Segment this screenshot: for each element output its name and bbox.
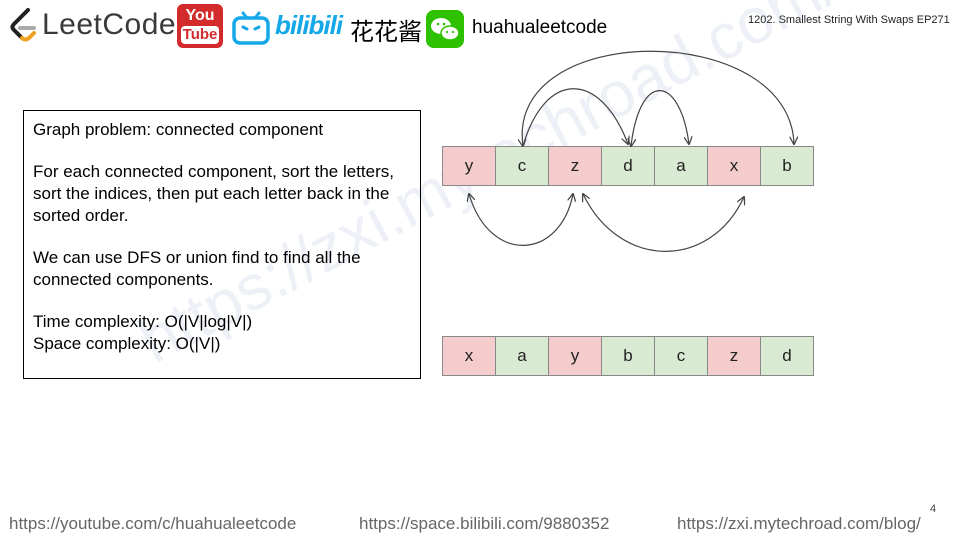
youtube-logo-top: You	[185, 7, 215, 24]
input-cell-0: y	[442, 146, 496, 186]
output-string-row: x a y b c z d	[442, 336, 814, 376]
swap-arc-z-x	[583, 194, 744, 252]
footer-blog-link[interactable]: https://zxi.mytechroad.com/blog/	[677, 514, 921, 533]
input-cell-3: d	[601, 146, 655, 186]
output-cell-4: c	[654, 336, 708, 376]
output-cell-0: x	[442, 336, 496, 376]
output-cell-3: b	[601, 336, 655, 376]
description-line-2: For each connected component, sort the l…	[33, 162, 394, 225]
description-line-1: Graph problem: connected component	[33, 120, 324, 139]
output-cell-2: y	[548, 336, 602, 376]
output-cell-6: d	[760, 336, 814, 376]
wechat-account-label: huahualeetcode	[472, 17, 608, 38]
author-chinese-name: 花花酱	[350, 18, 422, 46]
input-cell-2: z	[548, 146, 602, 186]
output-cell-1: a	[495, 336, 549, 376]
description-box: Graph problem: connected component For e…	[23, 110, 421, 379]
bilibili-tv-icon	[232, 11, 270, 45]
space-complexity: Space complexity: O(|V|)	[33, 334, 221, 353]
input-cell-4: a	[654, 146, 708, 186]
footer-youtube-link[interactable]: https://youtube.com/c/huahualeetcode	[9, 514, 297, 533]
output-cell-5: z	[707, 336, 761, 376]
leetcode-logo-icon	[10, 8, 36, 42]
wechat-icon	[426, 10, 464, 48]
youtube-logo-bottom: Tube	[181, 26, 219, 44]
footer-bilibili-link[interactable]: https://space.bilibili.com/9880352	[359, 514, 610, 533]
leetcode-brand: LeetCode	[6, 6, 176, 44]
input-cell-6: b	[760, 146, 814, 186]
input-cell-1: c	[495, 146, 549, 186]
youtube-logo-icon: You Tube	[177, 4, 223, 48]
time-complexity: Time complexity: O(|V|log|V|)	[33, 312, 253, 331]
episode-title: 1202. Smallest String With Swaps EP271	[748, 14, 950, 26]
input-string-row: y c z d a x b	[442, 146, 814, 186]
bilibili-logo-text: bilibili	[275, 10, 343, 40]
leetcode-brand-text: LeetCode	[42, 8, 177, 41]
input-cell-5: x	[707, 146, 761, 186]
description-line-3: We can use DFS or union find to find all…	[33, 248, 361, 289]
page-number: 4	[930, 503, 937, 515]
